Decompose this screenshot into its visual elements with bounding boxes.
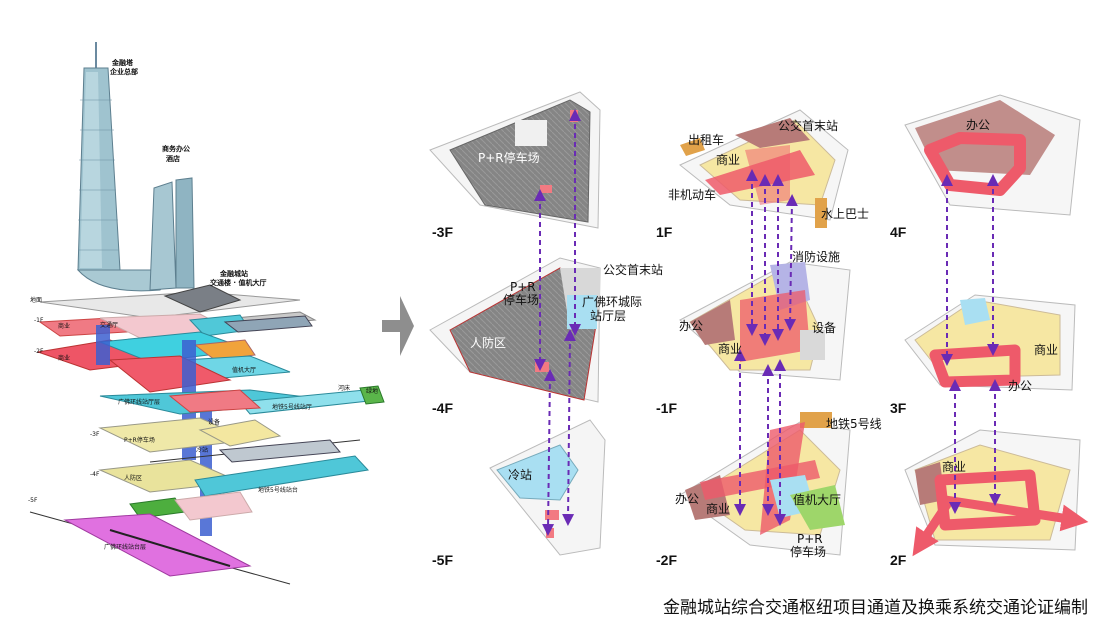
f1-commerce-label: 商业 (716, 153, 741, 167)
m5-cold-label: 冷站 (508, 468, 533, 482)
m1-equip-label: 设备 (812, 321, 837, 335)
floor-label-2f: 2F (890, 552, 907, 568)
axon-floor-m5: -5F (28, 497, 38, 504)
level-m4 (98, 455, 370, 521)
m1-commerce-label: 商业 (718, 342, 743, 356)
axon-civil-defense: 人防区 (124, 475, 143, 482)
axon-guangfo-plat: 广佛环线站台层 (104, 544, 147, 551)
axon-metro5-plat: 地铁5号线站台 (258, 487, 298, 494)
m4-guangfo-label-2: 站厅层 (590, 309, 627, 323)
tower-label-2: 企业总部 (110, 68, 138, 76)
floor-label-3f: 3F (890, 400, 907, 416)
axon-commerce-2: 商业 (58, 355, 71, 362)
axon-checkin: 值机大厅 (232, 367, 257, 374)
plan-1f (679, 109, 849, 228)
floor-label-m4: -4F (432, 400, 453, 416)
level-m2 (37, 331, 291, 393)
floor-label-m2: -2F (656, 552, 677, 568)
f2-commerce-label: 商业 (942, 460, 967, 474)
f1-taxi-label: 出租车 (688, 133, 725, 147)
floor-label-m5: -5F (432, 552, 453, 568)
m2-pr-label-2: 停车场 (790, 545, 827, 559)
axon-metro5: 地铁5号线站厅 (272, 404, 312, 411)
m4-guangfo-label-1: 广佛环城际 (582, 295, 643, 309)
m4-pr-label-1: P+R (510, 280, 536, 294)
axon-cold: 冷站 (196, 447, 209, 454)
plan-m2 (679, 412, 851, 556)
floor-label-m1: -1F (656, 400, 677, 416)
axon-green: 绿地 (366, 388, 379, 395)
axon-floor-m4: -4F (90, 471, 100, 478)
m4-civil-label: 人防区 (470, 336, 507, 350)
m2-pr-label-1: P+R (797, 532, 823, 546)
floor-label-4f: 4F (890, 224, 907, 240)
floor-label-1f: 1F (656, 224, 673, 240)
axon-commerce-1: 商业 (58, 323, 71, 330)
axon-floor-m2: -2F (34, 348, 44, 355)
level-m5 (29, 511, 291, 585)
f1-waterbus-label: 水上巴士 (821, 207, 870, 221)
office-label-2: 酒店 (166, 155, 180, 163)
m4-bus-label: 公交首末站 (603, 263, 664, 277)
office-label-1: 商务办公 (162, 145, 190, 153)
ground-label: 地面 (30, 297, 43, 304)
tower-label-1: 金融塔 (112, 59, 133, 67)
m3-pr-label: P+R停车场 (478, 151, 540, 165)
caption: 金融城站综合交通枢纽项目通道及换乘系统交通论证编制 (663, 598, 1088, 618)
f3-office-label: 办公 (1008, 379, 1033, 393)
axon-pr-park: P+R停车场 (124, 437, 155, 444)
f3-commerce-label: 商业 (1034, 343, 1059, 357)
m2-checkin-label: 值机大厅 (793, 493, 842, 507)
axon-river: 河床 (338, 385, 351, 392)
plan-4f (904, 94, 1081, 216)
f1-bus-label: 公交首末站 (778, 119, 839, 133)
axon-floor-m1: -1F (34, 317, 44, 324)
level-metro-hall (99, 385, 385, 415)
level-m3 (98, 417, 361, 463)
m2-metro-label: 地铁5号线 (826, 417, 882, 431)
vertical-connectors (534, 109, 1001, 536)
m2-office-label: 办公 (675, 492, 700, 506)
m1-office-label: 办公 (679, 319, 704, 333)
office-towers (149, 177, 195, 291)
hub-label-2: 交通楼 · 值机大厅 (210, 279, 267, 287)
m2-commerce-label: 商业 (706, 502, 731, 516)
floor-label-m3: -3F (432, 224, 453, 240)
plan-m5 (489, 419, 606, 556)
axon-floor-m3: -3F (90, 431, 100, 438)
axon-guangfo-hall: 广佛环线站厅层 (118, 399, 161, 406)
axon-equipment: 设备 (208, 419, 221, 426)
f4-office-label: 办公 (966, 118, 991, 132)
plan-2f (904, 429, 1089, 557)
m4-pr-label-2: 停车场 (503, 293, 540, 307)
f1-nonmotor-label: 非机动车 (668, 188, 717, 202)
hub-label-1: 金融城站 (220, 270, 248, 278)
axon-traffic: 交通厅 (100, 322, 119, 329)
m1-fire-label: 消防设施 (792, 250, 841, 264)
